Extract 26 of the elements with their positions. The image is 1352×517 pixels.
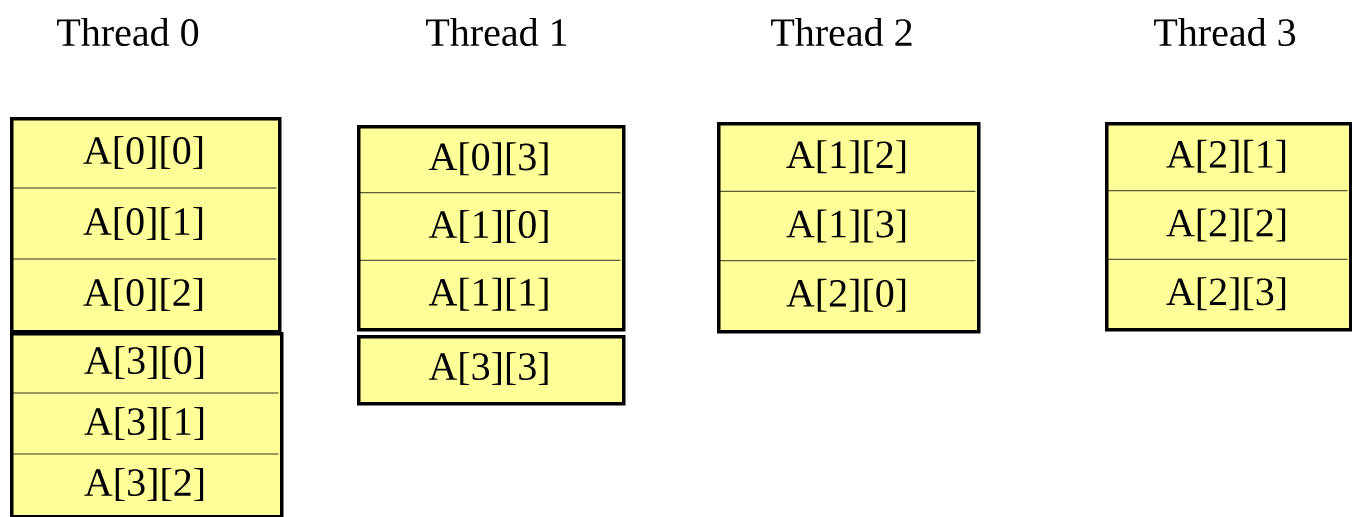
array-element: A[3][3] — [428, 351, 548, 386]
array-element: A[0][1] — [83, 206, 203, 241]
memory-block — [717, 122, 981, 334]
array-element: A[1][0] — [428, 209, 548, 244]
array-element: A[3][2] — [84, 467, 204, 502]
array-element: A[0][0] — [83, 135, 203, 170]
array-element: A[1][2] — [786, 140, 906, 174]
thread-heading: Thread 3 — [1154, 17, 1296, 47]
array-element: A[0][2] — [83, 277, 203, 312]
array-element: A[2][2] — [1166, 208, 1286, 242]
array-element: A[1][3] — [786, 209, 906, 243]
array-element: A[3][1] — [84, 406, 204, 441]
array-element: A[2][0] — [786, 278, 906, 312]
memory-block — [1105, 122, 1352, 332]
array-element: A[2][1] — [1166, 139, 1286, 173]
array-element: A[2][3] — [1166, 277, 1286, 311]
thread-heading: Thread 2 — [771, 17, 912, 47]
memory-block — [357, 335, 626, 406]
array-element: A[3][0] — [84, 345, 204, 380]
array-element: A[0][3] — [428, 142, 548, 176]
thread-heading: Thread 0 — [57, 17, 199, 47]
array-element: A[1][1] — [428, 277, 548, 311]
thread-heading: Thread 1 — [426, 17, 567, 47]
memory-block — [357, 125, 626, 332]
memory-block — [10, 117, 282, 334]
memory-block — [10, 332, 284, 517]
